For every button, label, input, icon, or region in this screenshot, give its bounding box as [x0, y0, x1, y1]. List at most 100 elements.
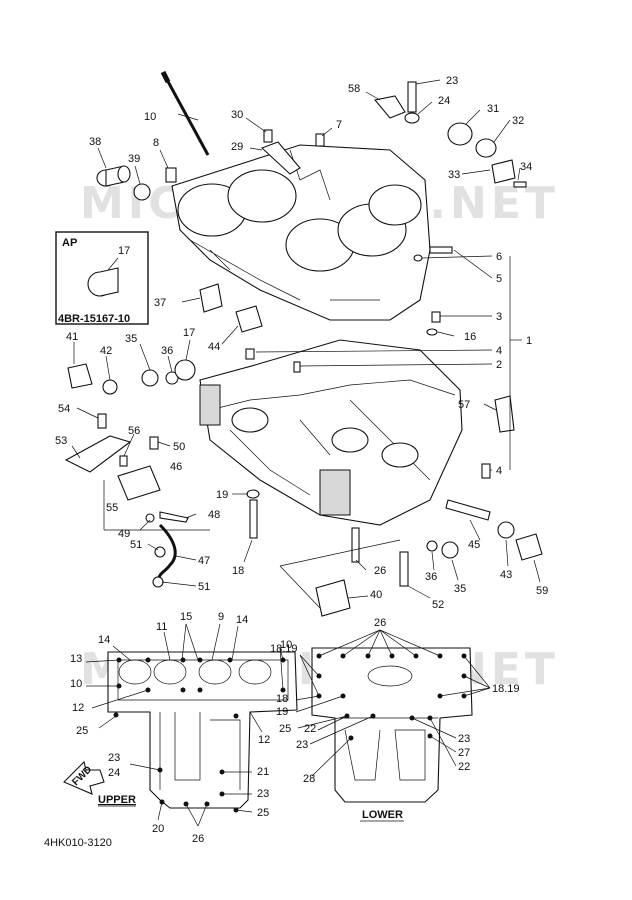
callout: 10: [144, 111, 156, 123]
callout: 23: [458, 733, 470, 745]
callout: 47: [198, 555, 210, 567]
callout: 21: [257, 766, 269, 778]
part-47-hose: [156, 523, 177, 581]
part-8-pin: [165, 167, 177, 183]
callout: 14: [236, 614, 248, 626]
part-31-cap: [447, 122, 473, 146]
inset-ap-box: AP 17 4BR-15167-10: [55, 231, 149, 325]
callout: 6: [496, 251, 502, 263]
callout: 17: [183, 327, 195, 339]
callout: 22: [458, 761, 470, 773]
callout: 29: [231, 141, 243, 153]
callout: 39: [128, 153, 140, 165]
callout: 18: [276, 693, 288, 705]
part-16-oring: [426, 328, 438, 336]
callout: 58: [348, 83, 360, 95]
part-5-bolt: [429, 246, 453, 254]
callout: 27: [458, 747, 470, 759]
part-4-dowel: [245, 348, 255, 360]
part-44-sleeve: [235, 305, 263, 333]
callout: 51: [198, 581, 210, 593]
lower-label: LOWER: [362, 809, 403, 821]
part-23-bolt: [407, 81, 417, 113]
upper-label: UPPER: [98, 794, 136, 806]
part-41-sleeve: [67, 363, 93, 389]
callout: 30: [231, 109, 243, 121]
part-56-dowel: [119, 455, 128, 467]
callout: 44: [208, 341, 220, 353]
callout: 23: [446, 75, 458, 87]
callout: 16: [464, 331, 476, 343]
part-54-bolt: [97, 413, 107, 429]
callout: 26: [374, 617, 386, 629]
part-3-dowel: [431, 311, 441, 323]
callout: 50: [173, 441, 185, 453]
upper-crankcase: [171, 144, 431, 321]
part-30-bolt: [263, 129, 273, 143]
part-37-sleeve: [199, 283, 223, 313]
callout: 9: [218, 611, 224, 623]
part-46-breather: [117, 465, 161, 501]
leader-lines: [71, 79, 541, 609]
callout: 23: [108, 752, 120, 764]
part-32-oring: [475, 138, 497, 158]
callout: 48: [208, 509, 220, 521]
callout: 46: [170, 461, 182, 473]
lower-view: 26 18.19 18.19 18 19 25 22 23 28 23 27 2…: [270, 617, 520, 822]
callout: 19: [216, 489, 228, 501]
callout: 11: [156, 621, 167, 633]
callout: 56: [128, 425, 140, 437]
callout: 32: [512, 115, 524, 127]
callout: 31: [487, 103, 499, 115]
part-35-plug-b: [441, 541, 459, 559]
part-4-dowel-right: [481, 463, 491, 479]
fwd-arrow-icon: FWD: [63, 760, 105, 795]
callout: 3: [496, 311, 502, 323]
callout: 59: [536, 585, 548, 597]
callout: 45: [468, 539, 480, 551]
callout: 18.19: [270, 643, 298, 655]
part-49-clamp: [145, 513, 155, 523]
callout: 18: [232, 565, 244, 577]
part-58-bracket: [373, 95, 406, 119]
callout: 20: [152, 823, 164, 835]
callout: 57: [458, 399, 470, 411]
callout: 33: [448, 169, 460, 181]
callout: 34: [520, 161, 532, 173]
part-7-dowel: [315, 133, 325, 147]
callout: 37: [154, 297, 166, 309]
part-50-bolt: [149, 436, 159, 450]
part-43-oring: [497, 521, 515, 539]
part-38-sleeve: [96, 165, 131, 187]
part-33-plate: [491, 159, 516, 184]
callout: 12: [72, 702, 84, 714]
callout: 52: [432, 599, 444, 611]
part-36-oring-b: [426, 540, 438, 552]
callout: 18.19: [492, 683, 520, 695]
part-59-sleeve: [515, 533, 543, 561]
callout: 36: [425, 571, 437, 583]
callout: 24: [108, 767, 120, 779]
callout: 36: [161, 345, 173, 357]
drawing-code: 4HK010-3120: [44, 837, 112, 849]
callout: 51: [130, 539, 142, 551]
part-51-clamp: [154, 546, 166, 558]
callout: 8: [153, 137, 159, 149]
callout: 55: [106, 502, 118, 514]
part-35-plug: [141, 369, 159, 387]
part-17-bearing: [174, 359, 196, 381]
callout: 13: [70, 653, 82, 665]
callout: 54: [58, 403, 70, 415]
callout: 4: [496, 465, 502, 477]
part-51-clamp-b: [152, 576, 164, 588]
part-39-oring: [133, 183, 151, 201]
part-53-bracket: [64, 435, 132, 473]
lower-crankcase: [199, 339, 463, 526]
callout: 42: [100, 345, 112, 357]
part-24-washer: [404, 112, 420, 124]
callout: 43: [500, 569, 512, 581]
callout: 40: [370, 589, 382, 601]
part-45-pipe: [445, 499, 491, 521]
part-29-bracket: [260, 141, 301, 175]
